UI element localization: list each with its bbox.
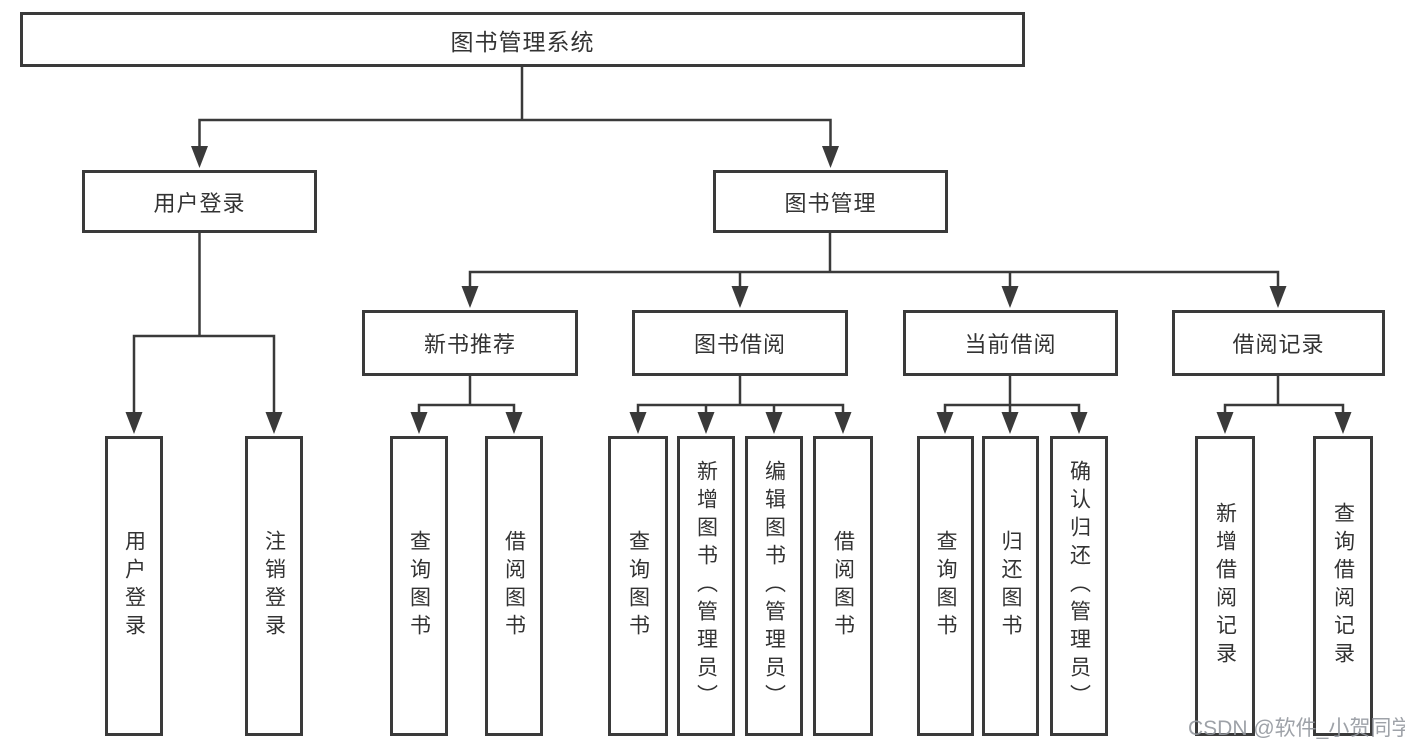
leaf-label: 查询借阅记录	[1331, 502, 1355, 670]
leaf-label: 编辑图书（管理员）	[762, 460, 786, 712]
node-label: 新书推荐	[423, 332, 516, 357]
node-label: 图书管理	[784, 190, 877, 216]
node-label: 图书借阅	[693, 332, 786, 357]
csdn-watermark: CSDN @软件_小贺同学	[1188, 717, 1405, 740]
leaf-label: 借阅图书	[831, 530, 855, 642]
leaf-borrow-books-borrowing: 借阅图书	[813, 436, 873, 736]
leaf-label: 注销登录	[262, 530, 286, 642]
node-current-borrowing: 当前借阅	[903, 310, 1118, 376]
leaf-label: 查询图书	[626, 530, 650, 642]
leaf-logout: 注销登录	[245, 436, 303, 736]
leaf-borrow-books-recommend: 借阅图书	[485, 436, 543, 736]
leaf-label: 确认归还（管理员）	[1067, 460, 1091, 712]
leaf-label: 用户登录	[122, 530, 146, 642]
leaf-label: 归还图书	[999, 530, 1022, 642]
node-new-book-recommend: 新书推荐	[362, 310, 578, 376]
leaf-label: 查询图书	[407, 530, 431, 642]
leaf-label: 查询图书	[934, 530, 957, 642]
leaf-return-books: 归还图书	[982, 436, 1039, 736]
leaf-label: 新增借阅记录	[1213, 502, 1237, 670]
node-book-management: 图书管理	[713, 170, 948, 233]
leaf-label: 新增图书（管理员）	[694, 460, 718, 712]
leaf-query-books-borrowing: 查询图书	[608, 436, 668, 736]
node-user-login: 用户登录	[82, 170, 317, 233]
leaf-query-borrow-record: 查询借阅记录	[1313, 436, 1373, 736]
node-book-borrowing: 图书借阅	[632, 310, 848, 376]
node-library-management-system: 图书管理系统	[20, 12, 1025, 67]
leaf-add-book-admin: 新增图书（管理员）	[677, 436, 735, 736]
leaf-edit-book-admin: 编辑图书（管理员）	[745, 436, 803, 736]
leaf-confirm-return-admin: 确认归还（管理员）	[1050, 436, 1108, 736]
node-label: 借阅记录	[1232, 332, 1325, 357]
leaf-user-login: 用户登录	[105, 436, 163, 736]
node-label: 用户登录	[153, 190, 246, 216]
leaf-label: 借阅图书	[502, 530, 526, 642]
leaf-add-borrow-record: 新增借阅记录	[1195, 436, 1255, 736]
node-label: 图书管理系统	[450, 28, 595, 55]
node-label: 当前借阅	[964, 332, 1057, 357]
leaf-query-books-recommend: 查询图书	[390, 436, 448, 736]
node-borrowing-records: 借阅记录	[1172, 310, 1385, 376]
leaf-query-books-current: 查询图书	[917, 436, 974, 736]
